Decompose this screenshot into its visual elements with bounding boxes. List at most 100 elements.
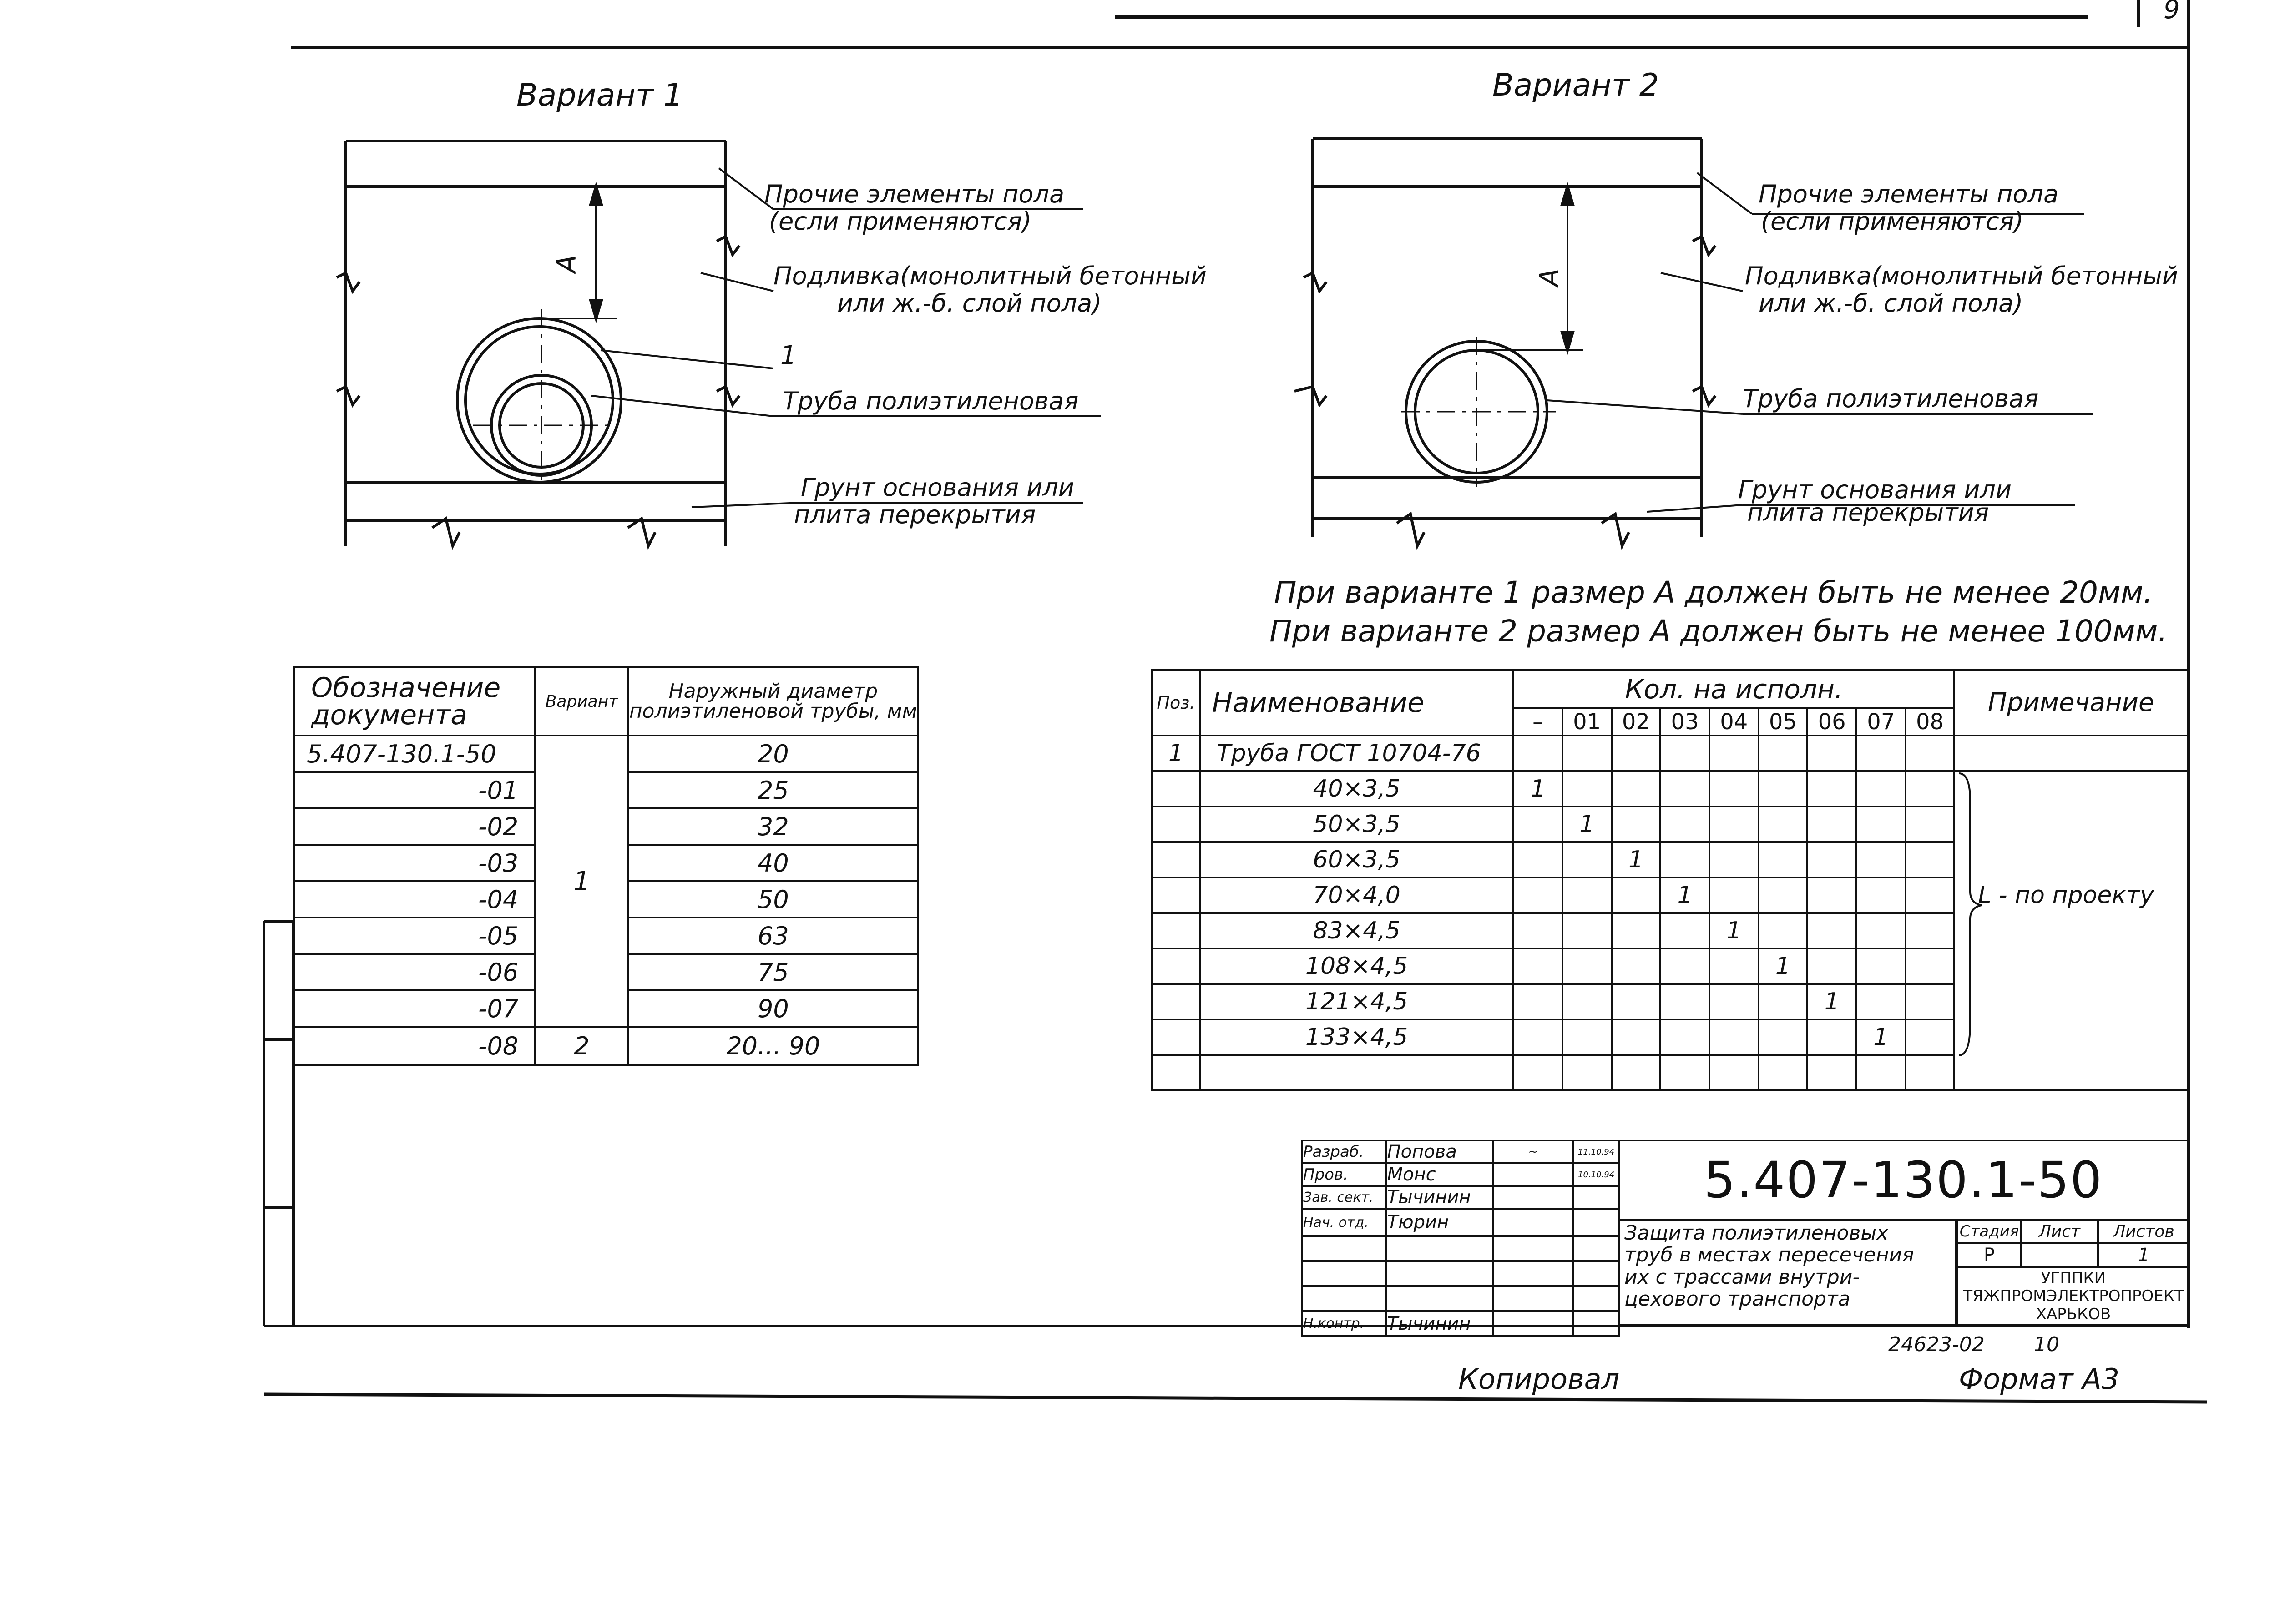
qty-cell	[1855, 983, 1906, 1020]
table-row-diameter: 40	[627, 844, 920, 882]
qty-cell	[1512, 877, 1563, 914]
qty-cell	[1708, 1054, 1759, 1091]
qty-cell	[1904, 770, 1956, 807]
spec-note	[1953, 913, 2189, 948]
signature-cell	[1491, 1185, 1575, 1210]
signature-cell	[1491, 1235, 1575, 1262]
qty-cell	[1561, 912, 1613, 949]
qty-cell	[1561, 770, 1613, 807]
qty-cell	[1904, 877, 1956, 914]
date-cell	[1572, 1208, 1620, 1237]
v1-callout-ground-note: плита перекрытия	[794, 500, 1036, 529]
qty-cell	[1806, 1019, 1857, 1056]
qty-cell: 1	[1708, 912, 1759, 949]
sheet-edge-line	[263, 1392, 2207, 1404]
qty-cell	[1757, 877, 1809, 914]
variant2-dimension-a: A	[1534, 268, 1565, 288]
qty-column-header: 06	[1806, 707, 1857, 736]
qty-column-header: 02	[1610, 707, 1662, 736]
qty-cell	[1610, 735, 1662, 772]
format-label: Формат А3	[1959, 1362, 2120, 1396]
spec-name: 70×4,0	[1198, 877, 1515, 914]
qty-cell	[1512, 1019, 1563, 1056]
qty-column-header: 04	[1708, 707, 1759, 736]
qty-cell	[1904, 948, 1956, 985]
qty-cell	[1659, 841, 1710, 878]
spec-name: 108×4,5	[1198, 948, 1515, 985]
v2-callout-floor: Прочие элементы пола	[1759, 180, 2058, 208]
spec-note	[1953, 1019, 2189, 1055]
qty-cell	[1904, 841, 1956, 878]
specification-table: Поз. Наименование Кол. на исполн. Примеч…	[1151, 669, 2189, 1091]
qty-cell	[1561, 983, 1613, 1020]
person-name: Попова	[1385, 1140, 1494, 1164]
date-cell	[1572, 1285, 1620, 1312]
stage-table: Стадия Лист Листов Р 1 УГППКИ ТЯЖПРОМЭЛЕ…	[1956, 1219, 2189, 1325]
qty-cell	[1610, 877, 1662, 914]
qty-cell	[1708, 948, 1759, 985]
v2-callout-ground: Грунт основания или	[1738, 475, 2012, 504]
spec-name	[1198, 1054, 1515, 1091]
qty-cell	[1757, 1054, 1809, 1091]
spec-pos: 1	[1151, 735, 1201, 772]
qty-cell	[1561, 841, 1613, 878]
v2-callout-screed-note: или ж.-б. слой пола)	[1759, 289, 2023, 318]
qty-cell	[1610, 1054, 1662, 1091]
qty-column-header: 05	[1757, 707, 1809, 736]
qty-column-header: 08	[1904, 707, 1956, 736]
role-label	[1301, 1260, 1387, 1287]
v2-callout-pipe: Труба полиэтиленовая	[1743, 384, 2038, 413]
header-variant: Вариант	[534, 666, 629, 736]
qty-cell	[1904, 912, 1956, 949]
qty-cell	[1855, 948, 1906, 985]
date-cell	[1572, 1235, 1620, 1262]
date-cell: 10.10.94	[1572, 1162, 1620, 1187]
inventory-sheet: 10	[2034, 1333, 2059, 1356]
table-row-diameter: 20	[627, 735, 920, 773]
qty-cell	[1512, 1054, 1563, 1091]
header-designation: Обозначение документа	[293, 666, 536, 736]
qty-cell	[1855, 806, 1906, 843]
qty-cell	[1855, 912, 1906, 949]
copied-label: Копировал	[1458, 1362, 1620, 1396]
qty-cell	[1512, 948, 1563, 985]
doc-title-box: Защита полиэтиленовых труб в местах пере…	[1620, 1219, 1956, 1326]
date-cell: 11.10.94	[1572, 1140, 1620, 1164]
qty-cell	[1561, 735, 1613, 772]
table-row-designation: -08	[293, 1026, 536, 1066]
qty-column-header: 01	[1561, 707, 1613, 736]
qty-cell	[1659, 770, 1710, 807]
signature-cell: ~	[1491, 1140, 1575, 1164]
qty-cell	[1708, 806, 1759, 843]
qty-cell: 1	[1561, 806, 1613, 843]
qty-cell	[1512, 735, 1563, 772]
qty-cell	[1610, 948, 1662, 985]
variant2-sketch	[1294, 137, 2093, 550]
qty-cell	[1806, 948, 1857, 985]
qty-cell	[1806, 877, 1857, 914]
doc-title-line: их с трассами внутри-	[1624, 1265, 1860, 1289]
qty-cell	[1757, 912, 1809, 949]
person-name: Тычинин	[1385, 1185, 1494, 1210]
qty-column-header: 03	[1659, 707, 1710, 736]
variant1-callout-number: 1	[780, 341, 797, 370]
title-block-right: 5.407-130.1-50 Защита полиэтиленовых тру…	[1620, 1140, 2189, 1326]
qty-cell	[1757, 770, 1809, 807]
spec-note	[1953, 735, 2189, 771]
qty-cell: 1	[1855, 1019, 1906, 1056]
table-row-variant: 2	[534, 1026, 629, 1066]
spec-note	[1953, 842, 2189, 878]
qty-cell	[1561, 1054, 1613, 1091]
qty-cell	[1561, 1019, 1613, 1056]
role-label: Зав. сект.	[1301, 1185, 1387, 1210]
role-label: Разраб.	[1301, 1140, 1387, 1164]
table-row-designation: -01	[293, 771, 536, 809]
qty-cell	[1610, 1019, 1662, 1056]
spec-name: 60×3,5	[1198, 841, 1515, 878]
qty-cell	[1708, 841, 1759, 878]
